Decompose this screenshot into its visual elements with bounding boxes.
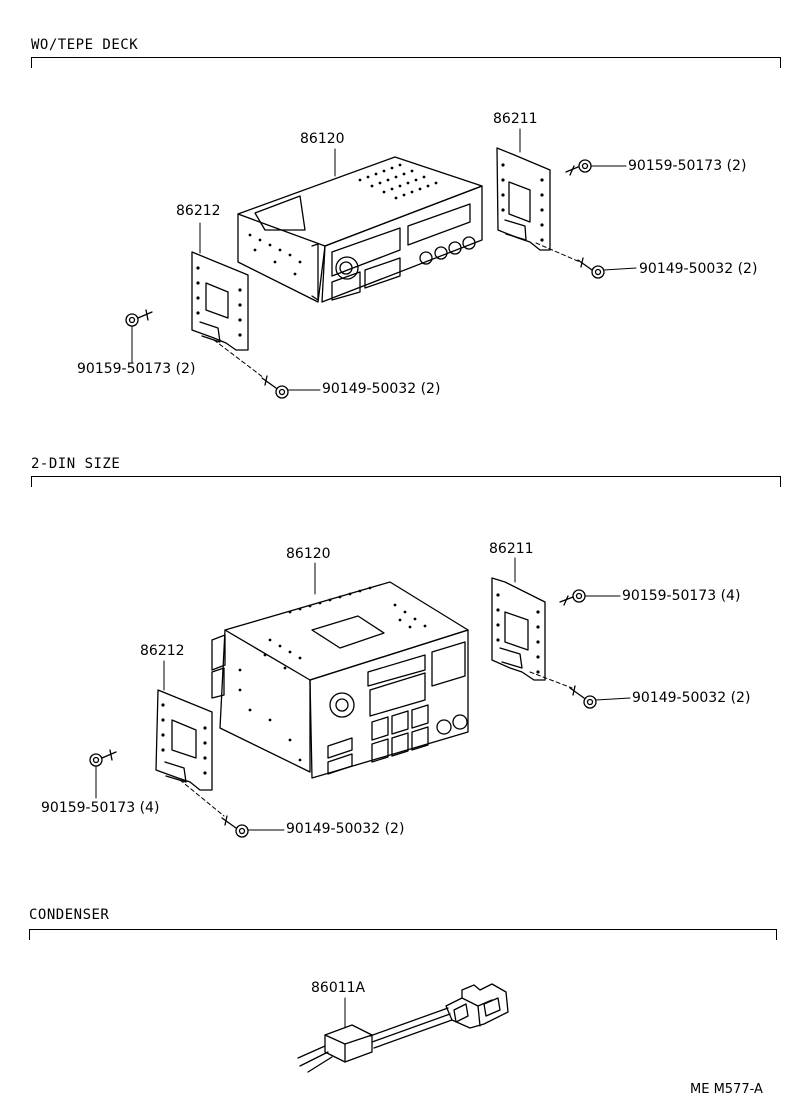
label-86120-s1: 86120	[300, 131, 345, 147]
label-screw-s2-left-bottom: 90149-50032 (2)	[286, 821, 405, 837]
section-bracket-2	[31, 476, 781, 487]
section-title-condenser: CONDENSER	[29, 907, 110, 923]
bracket-86211-s1	[496, 147, 551, 251]
bracket-86212-s2	[155, 689, 213, 791]
screw-s1-right-bottom	[577, 257, 605, 279]
bracket-86212-s1	[191, 251, 249, 351]
label-screw-s2-left: 90159-50173 (4)	[41, 800, 160, 816]
unit-vents-s2	[238, 586, 427, 762]
label-86120-s2: 86120	[286, 546, 331, 562]
label-86211-s2: 86211	[489, 541, 534, 557]
screw-s1-right-top	[565, 159, 592, 176]
section-bracket-3	[29, 929, 777, 940]
label-86212-s2: 86212	[140, 643, 185, 659]
unit-vents-s1	[248, 163, 438, 276]
label-screw-s2-right-top: 90159-50173 (4)	[622, 588, 741, 604]
label-screw-s1-left: 90159-50173 (2)	[77, 361, 196, 377]
label-screw-s1-right-top: 90159-50173 (2)	[628, 158, 747, 174]
leaders-s1	[131, 128, 637, 391]
screw-s2-left-bottom	[221, 815, 249, 838]
leaders-s2	[95, 557, 631, 831]
screw-s1-left-bottom	[261, 375, 289, 399]
diagram-reference-code: ME M577-A	[690, 1082, 763, 1097]
screw-s2-left	[89, 749, 117, 767]
condenser-86011A	[297, 983, 509, 1073]
screw-s2-right-top	[559, 589, 586, 606]
section-bracket-1	[31, 57, 781, 68]
label-screw-s2-right-bottom: 90149-50032 (2)	[632, 690, 751, 706]
label-86212-s1: 86212	[176, 203, 221, 219]
screw-s1-left	[125, 309, 153, 327]
label-screw-s1-right-bottom: 90149-50032 (2)	[639, 261, 758, 277]
label-86211-s1: 86211	[493, 111, 538, 127]
bracket-86211-s2	[491, 577, 546, 681]
section-title-2-din-size: 2-DIN SIZE	[31, 456, 121, 472]
label-86011a: 86011A	[311, 980, 366, 996]
label-screw-s1-left-bottom: 90149-50032 (2)	[322, 381, 441, 397]
section-title-wo-tape-deck: WO/TEPE DECK	[31, 37, 139, 53]
radio-unit-86120-s1	[237, 156, 483, 303]
radio-unit-86120-s2	[211, 581, 469, 779]
screw-s2-right-bottom	[569, 685, 597, 709]
